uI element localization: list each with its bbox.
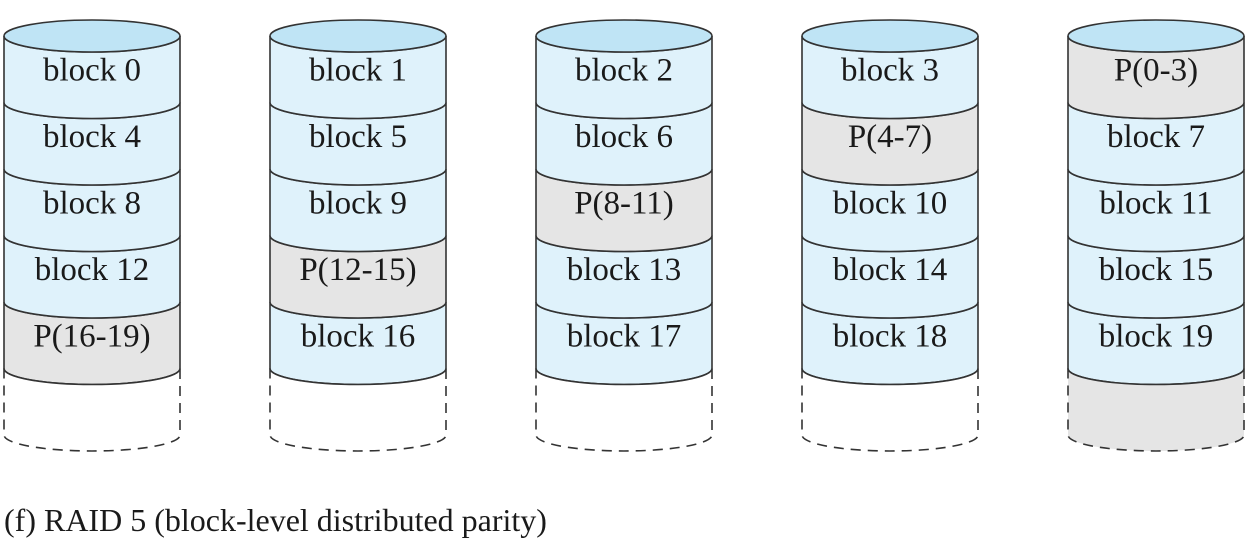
next-block-fill — [270, 368, 446, 451]
block-label: block 7 — [1107, 119, 1205, 155]
block-separator — [801, 368, 979, 386]
block-label: P(8-11) — [574, 185, 674, 221]
block-label: P(16-19) — [33, 318, 150, 354]
next-block-fill — [4, 368, 180, 451]
next-block-outline — [801, 368, 979, 452]
block-label: block 0 — [43, 52, 141, 88]
block-label: block 3 — [841, 52, 939, 88]
disk-top — [269, 19, 447, 53]
block-label: P(12-15) — [299, 252, 416, 288]
next-block-outline — [535, 368, 713, 452]
raid5-diagram: P(16-19) block 12 block 8 block 4 block 0 blo… — [3, 19, 1245, 452]
block-label: block 1 — [309, 52, 407, 88]
block-label: block 11 — [1099, 185, 1212, 221]
block-label: P(0-3) — [1114, 52, 1198, 88]
figure-caption: (f) RAID 5 (block-level distributed pari… — [4, 502, 547, 538]
next-block-outline — [269, 368, 447, 452]
block-label: block 13 — [567, 252, 682, 288]
disk-3: block 18 block 14 block 10 P(4-7) block 3 — [801, 19, 979, 452]
block-label: block 15 — [1099, 252, 1214, 288]
disk-4: block 19 block 15 block 11 block 7 P(0-3) — [1067, 19, 1245, 452]
block-label: block 8 — [43, 185, 141, 221]
block-separator — [535, 368, 713, 386]
disk-top — [535, 19, 713, 53]
block-separator — [269, 368, 447, 386]
block-label: block 16 — [301, 318, 416, 354]
next-block-outline — [1067, 368, 1245, 452]
block-label: block 17 — [567, 318, 682, 354]
next-block-outline — [3, 368, 181, 452]
block-label: block 4 — [43, 119, 141, 155]
block-separator — [3, 368, 181, 386]
block-label: block 18 — [833, 318, 948, 354]
block-label: block 19 — [1099, 318, 1214, 354]
disk-top — [3, 19, 181, 53]
block-label: block 12 — [35, 252, 150, 288]
block-label: block 14 — [833, 252, 948, 288]
disk-top — [801, 19, 979, 53]
next-block-fill — [1068, 368, 1244, 451]
block-label: block 9 — [309, 185, 407, 221]
disk-2: block 17 block 13 P(8-11) block 6 block 2 — [535, 19, 713, 452]
block-label: block 6 — [575, 119, 673, 155]
disk-0: P(16-19) block 12 block 8 block 4 block 0 — [3, 19, 181, 452]
disk-1: block 16 P(12-15) block 9 block 5 block 1 — [269, 19, 447, 452]
block-separator — [1067, 368, 1245, 386]
block-label: block 5 — [309, 119, 407, 155]
block-label: block 2 — [575, 52, 673, 88]
block-label: P(4-7) — [848, 119, 932, 155]
disk-top — [1067, 19, 1245, 53]
next-block-fill — [536, 368, 712, 451]
next-block-fill — [802, 368, 978, 451]
block-label: block 10 — [833, 185, 948, 221]
